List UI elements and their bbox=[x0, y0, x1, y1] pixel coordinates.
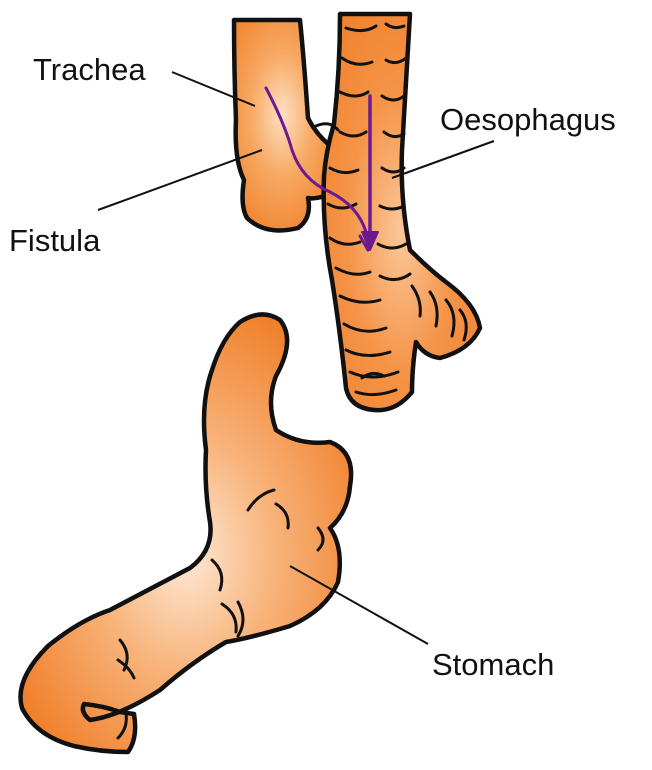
trachea-label: Trachea bbox=[33, 52, 146, 87]
fistula-label: Fistula bbox=[9, 223, 101, 258]
stomach-shape bbox=[18, 312, 354, 755]
oesophagus-flow-arrow bbox=[361, 94, 379, 251]
oesophagus-shape bbox=[321, 11, 483, 413]
oesophagus-leader-line bbox=[391, 140, 495, 179]
stomach-label: Stomach bbox=[432, 647, 554, 682]
trachea-shape bbox=[231, 17, 344, 233]
stomach-leader-line bbox=[289, 565, 429, 645]
oesophagus-ribbing bbox=[314, 22, 468, 397]
oesophagus-label: Oesophagus bbox=[440, 102, 616, 137]
trachea-leader-line bbox=[171, 71, 256, 107]
stomach-folds bbox=[116, 488, 325, 740]
fistula-leader-line bbox=[97, 149, 263, 211]
